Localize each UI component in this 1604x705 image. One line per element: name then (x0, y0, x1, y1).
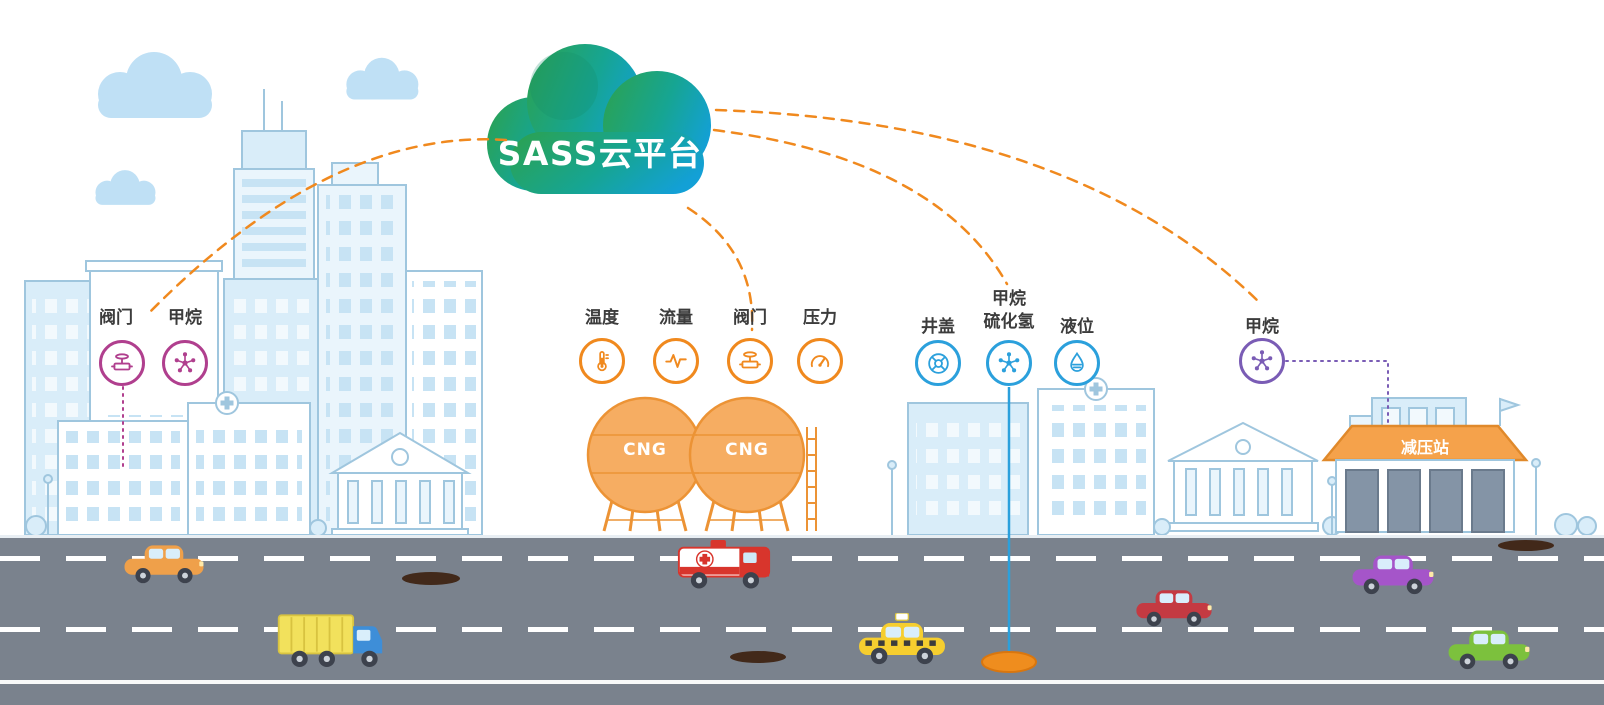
cng-pressure-label: 压力 (803, 308, 837, 328)
city-valve-sensor (99, 340, 145, 386)
road-manhole-2 (1498, 540, 1554, 551)
thermometer-icon (597, 351, 609, 372)
cng-flow-label: 流量 (659, 308, 693, 328)
hospital-building-right (1037, 377, 1155, 535)
pressure-station (1321, 397, 1529, 533)
valve-icon (111, 353, 133, 371)
water-level-icon (1070, 351, 1084, 372)
low-rise-building (57, 420, 189, 535)
tank-legs-1 (602, 496, 688, 532)
car-green (1448, 630, 1530, 670)
car-purple (1352, 555, 1434, 595)
left-city-skyline (24, 89, 483, 535)
station-label: 减压站 (1400, 438, 1450, 457)
cng-temperature-sensor (579, 338, 625, 384)
lane-divider-dashed-2 (0, 627, 1604, 632)
flag (1499, 397, 1522, 413)
classical-building-left (328, 431, 472, 535)
cloud-platform-title: SASS云平台 (497, 134, 703, 173)
manhole-cover-icon (927, 352, 949, 374)
pipeline-gas-sensor (986, 340, 1032, 386)
pipeline-gas-label-line2: 硫化氢 (983, 312, 1035, 332)
taxi (859, 613, 945, 665)
station-methane-sensor (1239, 338, 1285, 384)
pipeline-gas-label-line1: 甲烷 (992, 289, 1026, 309)
cng-tank-2-label: CNG (725, 440, 769, 460)
valve-icon (739, 351, 761, 369)
cng-tanks (586, 396, 817, 532)
station-methane-label: 甲烷 (1245, 317, 1279, 337)
road-manhole-3 (730, 651, 786, 663)
cng-valve-sensor (727, 338, 773, 384)
city-methane-sensor (162, 340, 208, 386)
sky-cloud-2 (346, 57, 419, 100)
cloud-graphic (487, 44, 711, 194)
link-cloud-station (714, 108, 1264, 307)
car-red (1136, 590, 1212, 627)
street-furniture-far-right (1531, 458, 1597, 535)
cng-pressure-sensor (797, 338, 843, 384)
residential-building (907, 402, 1029, 535)
pipeline-manhole-sensor (915, 340, 961, 386)
tank-seams (591, 434, 801, 474)
ambulance (677, 540, 771, 589)
road-manhole-1 (402, 572, 460, 585)
gauge-icon (810, 355, 830, 368)
road (0, 535, 1604, 705)
cng-flow-sensor (653, 338, 699, 384)
cng-tank-1-label: CNG (623, 440, 667, 460)
right-city-block (887, 377, 1342, 535)
cng-tank-2 (688, 396, 806, 514)
city-methane-label: 甲烷 (168, 308, 202, 328)
pipeline-level-sensor (1054, 340, 1100, 386)
lane-edge-line (0, 680, 1604, 684)
street-furniture-left (25, 474, 327, 535)
station-doors (1345, 469, 1505, 533)
hospital-building-left (187, 391, 311, 535)
tank-ladder (806, 427, 817, 531)
link-cloud-pipeline (712, 128, 1009, 286)
classical-building-right (1167, 421, 1319, 532)
pipeline-manhole-label: 井盖 (921, 317, 955, 337)
lane-divider-dashed-1 (0, 556, 1604, 561)
waveform-icon (665, 354, 687, 368)
delivery-truck (277, 614, 383, 668)
molecule-icon (1251, 350, 1273, 371)
sky-cloud-1 (98, 52, 212, 118)
city-valve-label: 阀门 (99, 308, 133, 328)
molecule-icon (174, 352, 196, 373)
cng-valve-label: 阀门 (733, 308, 767, 328)
car-orange (124, 545, 204, 584)
cng-temperature-label: 温度 (585, 308, 619, 328)
molecule-icon (998, 352, 1020, 373)
pipeline-level-label: 液位 (1060, 317, 1094, 337)
tank-legs-2 (704, 496, 790, 532)
